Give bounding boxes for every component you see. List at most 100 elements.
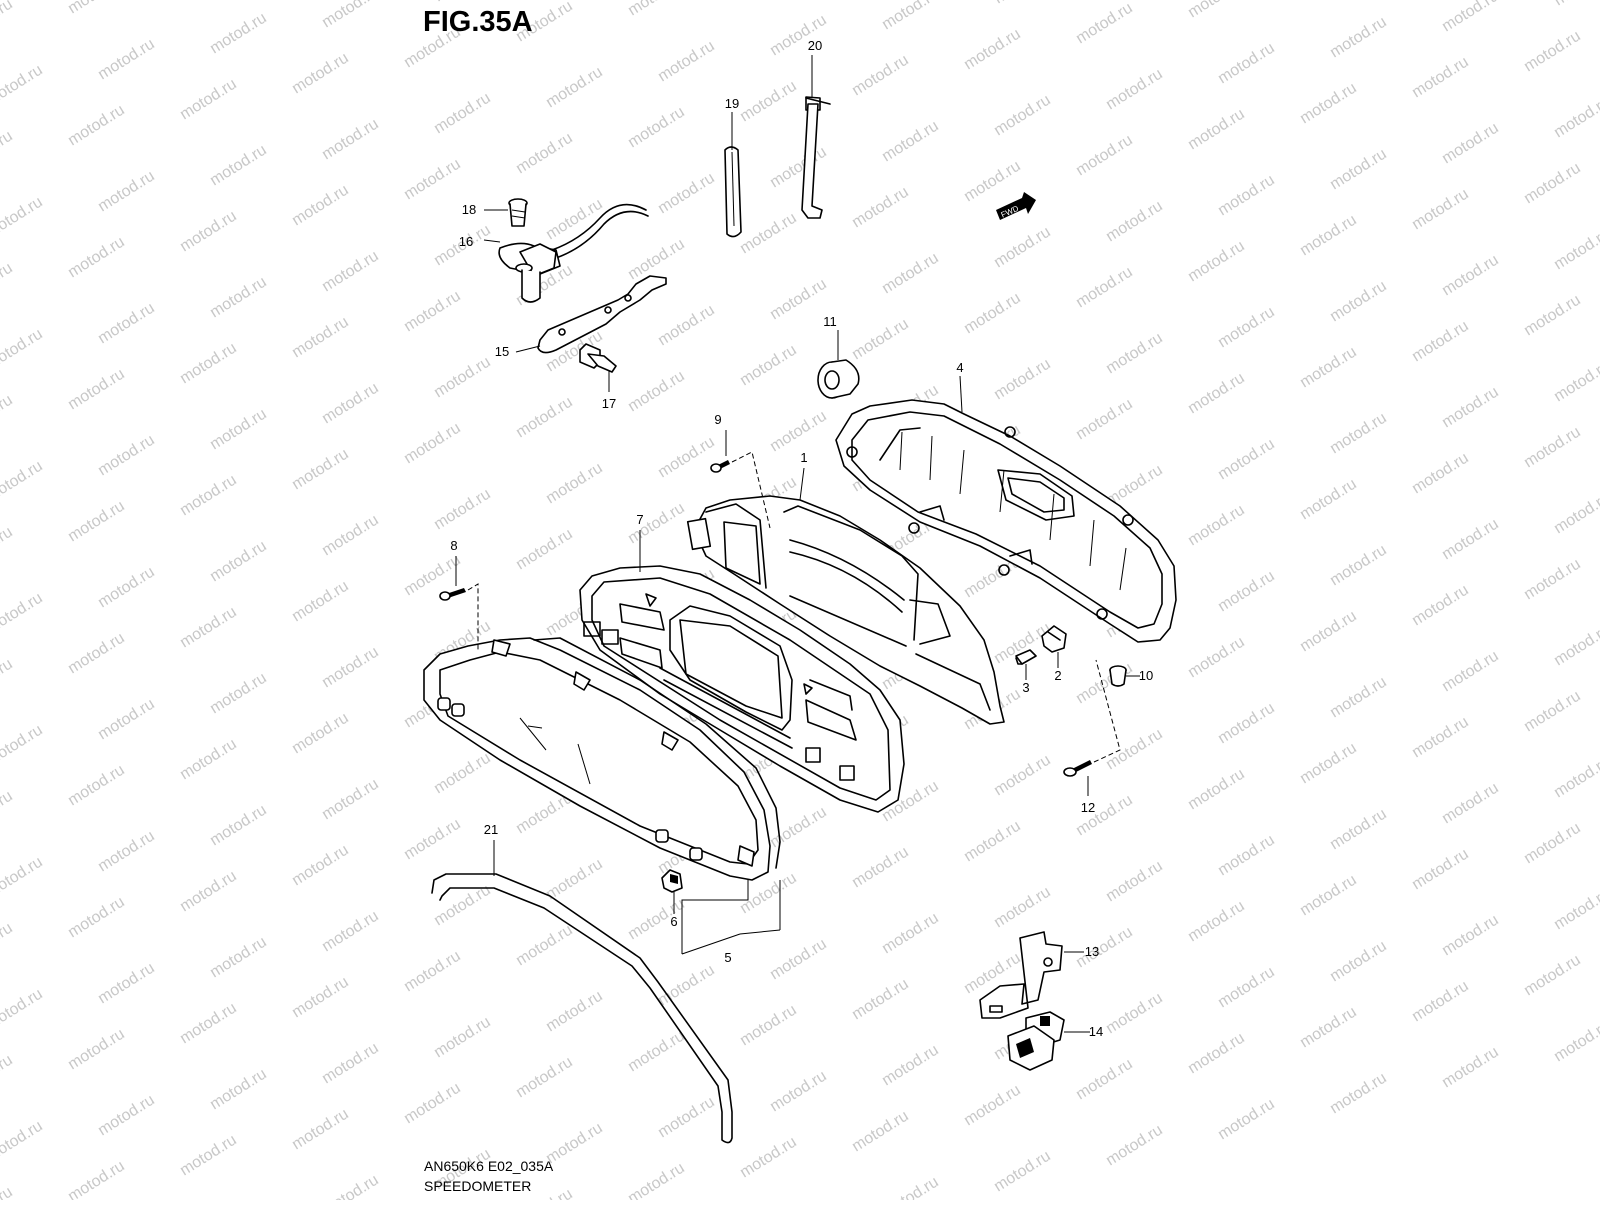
- watermark-text: motod.ru: [319, 0, 382, 31]
- watermark-text: motod.ru: [1103, 330, 1166, 378]
- watermark-text: motod.ru: [991, 356, 1054, 404]
- watermark-text: motod.ru: [95, 564, 158, 612]
- part-7-panel: [579, 530, 905, 813]
- watermark-text: motod.ru: [1215, 964, 1278, 1012]
- watermark-text: motod.ru: [1327, 674, 1390, 722]
- fwd-badge-text: FWD: [1000, 204, 1021, 220]
- watermark-text: motod.ru: [319, 1172, 382, 1200]
- watermark-text: motod.ru: [1297, 80, 1360, 128]
- watermark-text: motod.ru: [1439, 120, 1502, 168]
- watermark-text: motod.ru: [1103, 66, 1166, 114]
- watermark-text: motod.ru: [513, 1054, 576, 1102]
- callout-17: 17: [602, 396, 616, 411]
- watermark-text: motod.ru: [401, 156, 464, 204]
- watermark-text: motod.ru: [1215, 436, 1278, 484]
- watermark-text: motod.ru: [1185, 0, 1248, 21]
- watermark-text: motod.ru: [1215, 568, 1278, 616]
- watermark-text: motod.ru: [319, 380, 382, 428]
- watermark-text: motod.ru: [625, 896, 688, 944]
- watermark-text: motod.ru: [1521, 688, 1584, 736]
- watermark-text: motod.ru: [0, 722, 46, 770]
- watermark-text: motod.ru: [1551, 754, 1600, 802]
- watermark-text: motod.ru: [767, 936, 830, 984]
- watermark-text: motod.ru: [1297, 872, 1360, 920]
- part-4-rear-case: [835, 375, 1177, 643]
- watermark-text: motod.ru: [849, 316, 912, 364]
- watermark-text: motod.ru: [1073, 396, 1136, 444]
- watermark-text: motod.ru: [1185, 502, 1248, 550]
- watermark-text: motod.ru: [1073, 0, 1136, 47]
- watermark-text: motod.ru: [1185, 634, 1248, 682]
- callout-19: 19: [725, 96, 739, 111]
- watermark-text: motod.ru: [1439, 252, 1502, 300]
- watermark-text: motod.ru: [1409, 54, 1472, 102]
- watermark-text: motod.ru: [543, 988, 606, 1036]
- part-19-strap: [724, 112, 742, 238]
- watermark-text: motod.ru: [767, 408, 830, 456]
- watermark-text: motod.ru: [95, 696, 158, 744]
- callout-5: 5: [724, 950, 731, 965]
- watermark-text: motod.ru: [65, 366, 128, 414]
- watermark-text: motod.ru: [1185, 370, 1248, 418]
- watermark-text: motod.ru: [991, 1148, 1054, 1196]
- watermark-text: motod.ru: [543, 856, 606, 904]
- watermark-text: motod.ru: [1409, 582, 1472, 630]
- watermark-text: motod.ru: [625, 368, 688, 416]
- watermark-text: motod.ru: [543, 64, 606, 112]
- watermark-text: motod.ru: [879, 1042, 942, 1090]
- watermark-text: motod.ru: [1215, 304, 1278, 352]
- watermark-text: motod.ru: [1327, 14, 1390, 62]
- watermark-text: motod.ru: [1185, 898, 1248, 946]
- callout-21: 21: [484, 822, 498, 837]
- watermark-text: motod.ru: [319, 644, 382, 692]
- watermark-text: motod.ru: [1551, 358, 1600, 406]
- watermark-text: motod.ru: [1439, 912, 1502, 960]
- watermark-text: motod.ru: [289, 314, 352, 362]
- watermark-text: motod.ru: [1073, 264, 1136, 312]
- watermark-text: motod.ru: [319, 116, 382, 164]
- watermark-text: motod.ru: [513, 922, 576, 970]
- watermark-text: motod.ru: [95, 960, 158, 1008]
- watermark-text: motod.ru: [65, 762, 128, 810]
- part-14-connector: [1007, 1011, 1090, 1071]
- watermark-text: motod.ru: [289, 578, 352, 626]
- watermark-text: motod.ru: [0, 62, 46, 110]
- watermark-text: motod.ru: [177, 76, 240, 124]
- callout-11: 11: [823, 314, 837, 329]
- watermark-text: motod.ru: [95, 168, 158, 216]
- part-16-speed-sensor: [483, 203, 649, 303]
- watermark-text: motod.ru: [1439, 0, 1502, 35]
- watermark-text: motod.ru: [767, 1068, 830, 1116]
- watermark-text: motod.ru: [655, 434, 718, 482]
- watermark-text: motod.ru: [289, 50, 352, 98]
- watermark-text: motod.ru: [207, 802, 270, 850]
- watermark-text: motod.ru: [207, 538, 270, 586]
- watermark-text: motod.ru: [879, 1174, 942, 1200]
- watermark-text: motod.ru: [767, 144, 830, 192]
- watermark-text: motod.ru: [0, 1052, 16, 1100]
- watermark-text: motod.ru: [401, 288, 464, 336]
- part-8-screw: [439, 556, 479, 650]
- watermark-text: motod.ru: [1439, 516, 1502, 564]
- callout-13: 13: [1085, 944, 1099, 959]
- watermark-text: motod.ru: [991, 884, 1054, 932]
- watermark-text: motod.ru: [1073, 660, 1136, 708]
- watermark-text: motod.ru: [849, 52, 912, 100]
- watermark-text: motod.ru: [737, 78, 800, 126]
- watermark-text: motod.ru: [95, 1092, 158, 1140]
- callout-6: 6: [670, 914, 677, 929]
- watermark-text: motod.ru: [1215, 832, 1278, 880]
- callout-18: 18: [462, 202, 476, 217]
- watermark-text: motod.ru: [1297, 608, 1360, 656]
- watermark-text: motod.ru: [431, 1014, 494, 1062]
- watermark-text: motod.ru: [1551, 0, 1600, 9]
- watermark-text: motod.ru: [207, 10, 270, 58]
- watermark-text: motod.ru: [0, 1118, 46, 1166]
- watermark-text: motod.ru: [177, 1000, 240, 1048]
- watermark-text: motod.ru: [1103, 990, 1166, 1038]
- watermark-text: motod.ru: [879, 118, 942, 166]
- watermark-text: motod.ru: [1073, 792, 1136, 840]
- watermark-text: motod.ru: [1327, 410, 1390, 458]
- watermark-text: motod.ru: [401, 948, 464, 996]
